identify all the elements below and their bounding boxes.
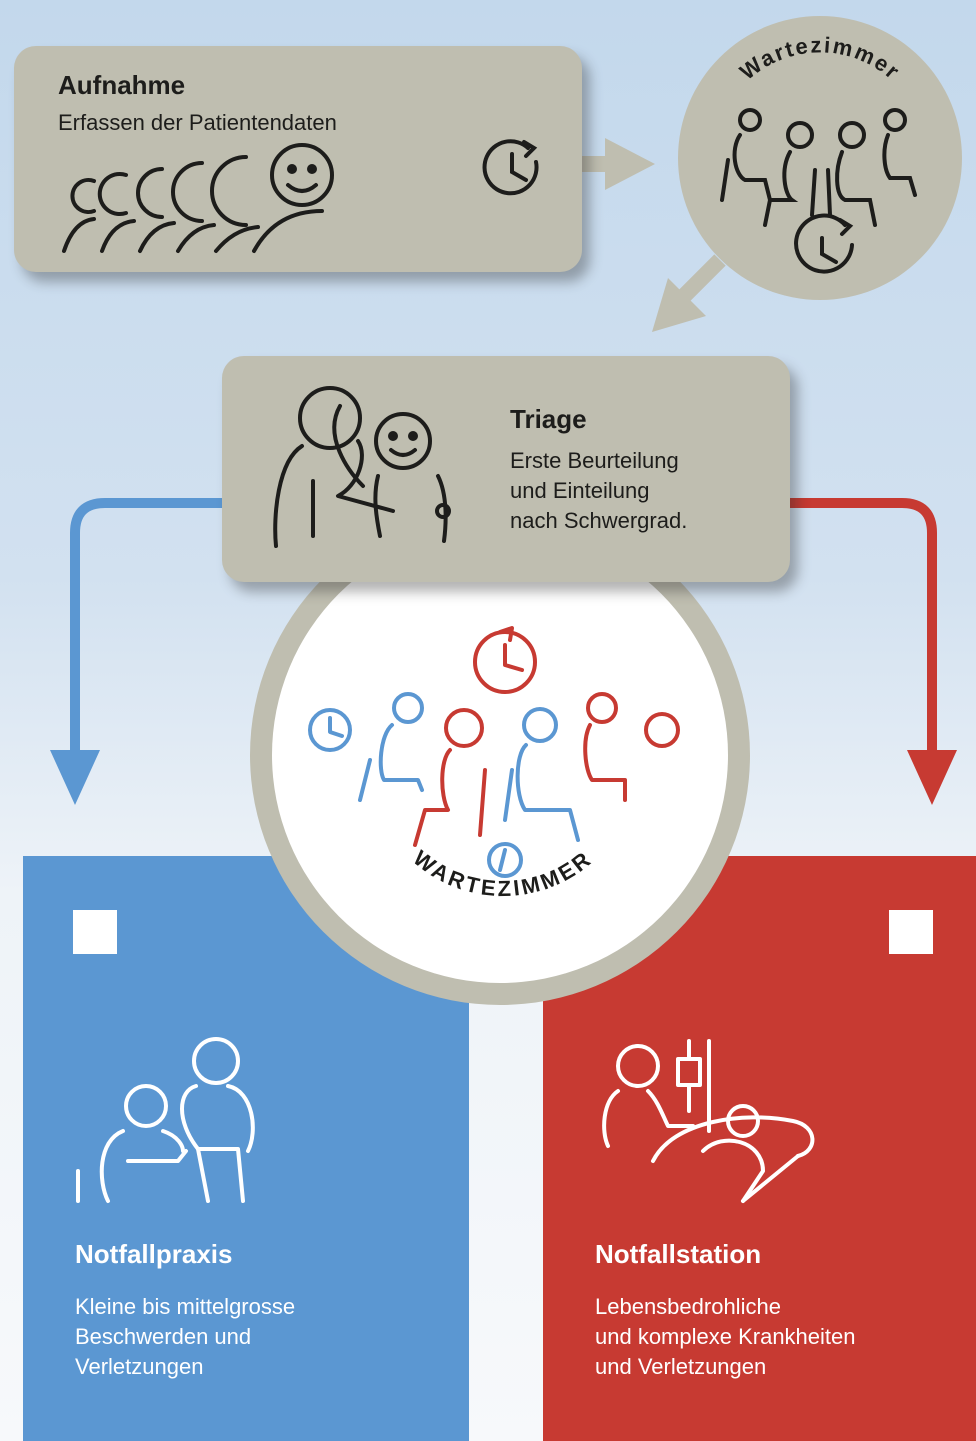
triage-line-1: Erste Beurteilung [510, 448, 679, 473]
clock-icon [482, 139, 539, 196]
checkbox-square-icon [889, 910, 933, 954]
notfallpraxis-title: Notfallpraxis [75, 1239, 233, 1269]
notfallstation-desc: Lebensbedrohliche und komplexe Krankheit… [595, 1292, 955, 1382]
hospital-bed-icon [602, 1039, 815, 1203]
notfallstation-line-2: und komplexe Krankheiten [595, 1324, 856, 1349]
triage-title: Triage [510, 404, 587, 434]
notfallpraxis-desc: Kleine bis mittelgrosse Beschwerden und … [75, 1292, 435, 1382]
doctor-patient-icon [273, 386, 451, 548]
notfallstation-title: Notfallstation [595, 1239, 762, 1269]
notfallpraxis-line-1: Kleine bis mittelgrosse [75, 1294, 296, 1319]
seated-people-icon [308, 626, 680, 878]
notfallstation-line-3: und Verletzungen [595, 1354, 767, 1379]
queue-icon [62, 143, 334, 253]
notfallpraxis-line-2: Beschwerden und [75, 1324, 252, 1349]
triage-line-2: und Einteilung [510, 478, 650, 503]
triage-desc: Erste Beurteilung und Einteilung nach Sc… [510, 446, 687, 536]
notfallstation-line-1: Lebensbedrohliche [595, 1294, 781, 1319]
consultation-icon [76, 1037, 255, 1203]
aufnahme-card: Aufnahme Erfassen der Patientendaten [14, 46, 582, 272]
notfallpraxis-line-3: Verletzungen [75, 1354, 204, 1379]
triage-line-3: nach Schwergrad. [510, 508, 688, 533]
aufnahme-title: Aufnahme [58, 70, 186, 100]
triage-card: Triage Erste Beurteilung und Einteilung … [222, 356, 790, 582]
checkbox-square-icon [73, 910, 117, 954]
aufnahme-subtitle: Erfassen der Patientendaten [58, 110, 337, 135]
